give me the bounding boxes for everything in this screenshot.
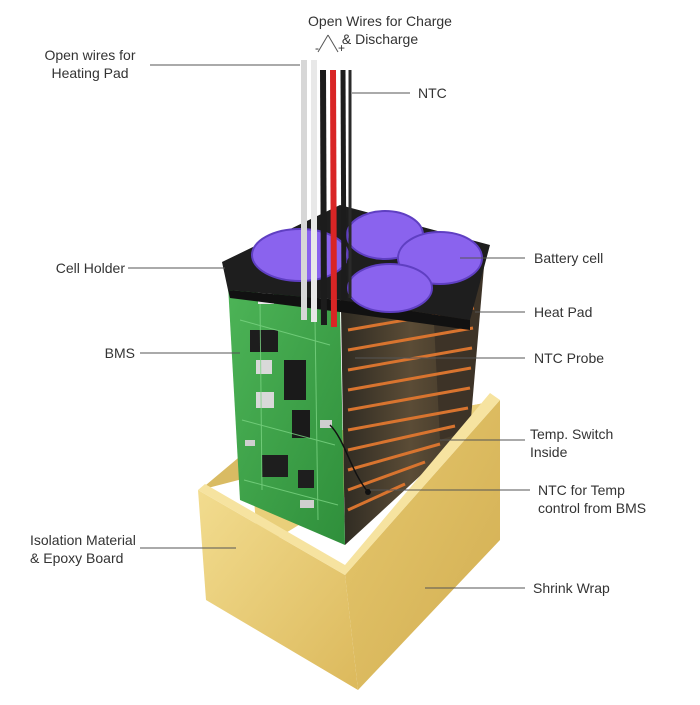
label-open-wires-charge-line1: Open Wires for Charge	[308, 13, 452, 29]
label-isolation-line1: Isolation Material	[30, 532, 136, 548]
label-heat-pad: Heat Pad	[534, 304, 593, 320]
label-open-wires-heating-line1: Open wires for	[44, 47, 136, 63]
open-wires	[301, 60, 352, 328]
label-ntc-probe: NTC Probe	[534, 350, 605, 366]
label-bms: BMS	[104, 345, 135, 361]
label-ntc: NTC	[418, 85, 447, 101]
label-open-wires-heating: Open wires for Heating Pad	[30, 46, 150, 82]
label-isolation-material: Isolation Material & Epoxy Board	[30, 531, 136, 567]
label-ntc-temp-line1: NTC for Temp	[538, 482, 625, 498]
minus-sign-label: -	[315, 41, 319, 55]
isolation-box-front	[198, 393, 500, 690]
label-cell-holder: Cell Holder	[55, 260, 125, 276]
leader-lines	[128, 34, 530, 589]
label-temp-switch: Temp. Switch Inside	[530, 425, 613, 461]
label-open-wires-charge-line2: & Discharge	[341, 31, 419, 47]
label-ntc-temp-line2: control from BMS	[538, 500, 647, 516]
label-battery-cell: Battery cell	[534, 250, 604, 266]
label-open-wires-charge: Open Wires for Charge & Discharge	[300, 12, 460, 48]
label-temp-switch-line1: Temp. Switch	[530, 426, 614, 442]
plus-sign-label: +	[338, 41, 346, 55]
label-temp-switch-line2: Inside	[530, 444, 568, 460]
label-isolation-line2: & Epoxy Board	[30, 550, 124, 566]
label-ntc-temp-control: NTC for Temp control from BMS	[538, 481, 646, 517]
label-open-wires-heating-line2: Heating Pad	[51, 65, 129, 81]
label-shrink-wrap: Shrink Wrap	[533, 580, 610, 596]
